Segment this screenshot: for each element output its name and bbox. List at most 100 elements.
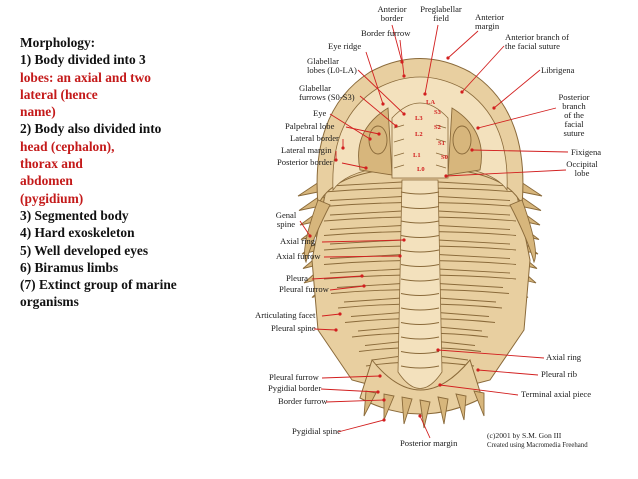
- label-pleura-leader: [311, 275, 363, 280]
- label-fixigena: Fixigena: [571, 147, 601, 157]
- label-preglabellar-field-leader-dot: [423, 92, 427, 96]
- label-eye-ridge: Eye ridge: [328, 41, 361, 51]
- label-axial-ring-right-leader-dot: [436, 348, 440, 352]
- label-occipital-lobe-leader: [445, 169, 567, 177]
- label-axial-ring-left-leader-dot: [402, 238, 406, 242]
- label-anterior-border: Anterior: [377, 4, 406, 14]
- label-pleural-furrow-bottom-leader: [321, 375, 381, 379]
- pleural-furrow-line: [329, 196, 511, 201]
- note-line: (pygidium): [20, 190, 84, 206]
- label-border-furrow-top-leader: [399, 39, 405, 77]
- glabellar-furrow-line: [393, 138, 447, 143]
- axial-ring-line: [400, 293, 440, 296]
- label-posterior-border-leader-dot: [364, 166, 368, 170]
- pleural-furrow-line: [343, 297, 497, 303]
- lobe-code: L0: [417, 166, 425, 173]
- axial-ring-line: [400, 278, 440, 282]
- note-line: name): [20, 104, 56, 120]
- lobe-code: S3: [434, 109, 442, 116]
- pygidial-spine: [419, 399, 431, 429]
- note-line: lateral (hence: [20, 86, 98, 102]
- label-terminal-axial-piece-leader: [439, 384, 519, 396]
- label-articulating-facet-leader: [321, 313, 341, 317]
- label-pleural-furrow-bottom-leader-dot: [378, 374, 382, 378]
- trilobite-illustration: [297, 58, 543, 429]
- label-librigena-leader: [493, 69, 541, 109]
- label-posterior-margin-leader: [419, 415, 431, 439]
- eye-left: [368, 125, 388, 155]
- label-axial-ring-right: Axial ring: [546, 352, 582, 362]
- label-border-furrow-top-leader-dot: [402, 74, 406, 78]
- eye-right: [452, 125, 472, 155]
- glabellar-furrow-line: [393, 164, 447, 169]
- label-border-furrow-bottom: Border furrow: [278, 396, 328, 406]
- label-posterior-border: Posterior border: [277, 157, 333, 167]
- axial-ring-line: [400, 249, 440, 253]
- label-posterior-branch-leader: [477, 107, 557, 129]
- label-border-furrow-top: Border furrow: [361, 28, 411, 38]
- axial-lobe: [397, 179, 443, 389]
- label-pygidial-spine-leader: [337, 419, 385, 433]
- label-fixigena-leader: [471, 149, 569, 153]
- label-posterior-margin-leader-dot: [418, 414, 422, 418]
- label-posterior-border-leader: [341, 162, 367, 169]
- axial-ring-line: [400, 336, 440, 340]
- label-pleural-spine-leader: [313, 328, 337, 331]
- label-pygidial-spine: Pygidial spine: [292, 426, 341, 436]
- lobe-code: S0: [441, 154, 448, 161]
- label-preglabellar-field-leader: [424, 24, 439, 95]
- glabella: [391, 102, 449, 179]
- label-glabellar-lobes: Glabellar: [307, 56, 339, 66]
- label-lateral-margin-leader-dot: [334, 158, 338, 162]
- label-occipital-lobe: Occipital: [566, 159, 598, 169]
- note-line: abdomen: [20, 173, 73, 189]
- pleural-furrow-line: [329, 181, 511, 187]
- label-genal-spine-leader-dot: [308, 234, 312, 238]
- label-eye-leader-dot: [368, 137, 372, 141]
- pygidial-spine: [473, 390, 485, 417]
- label-pleural-furrow-left-leader-dot: [362, 284, 366, 288]
- label-pleural-spine: Pleural spine: [271, 323, 316, 333]
- label-posterior-branch-leader-dot: [476, 126, 480, 130]
- pleural-furrow-line: [329, 268, 511, 274]
- label-glabellar-furrows-leader-dot: [394, 124, 398, 128]
- label-anterior-margin: Anterior: [475, 12, 504, 22]
- label-preglabellar-field: field: [433, 13, 449, 23]
- label-axial-furrow-leader-dot: [398, 254, 402, 258]
- lobe-code: LA: [426, 99, 435, 106]
- label-pygidial-border-leader-dot: [376, 390, 380, 394]
- label-border-furrow-bottom-leader-dot: [382, 398, 386, 402]
- lobe-code: S2: [434, 124, 441, 131]
- label-occipital-lobe: lobe: [575, 168, 590, 178]
- pygidial-spine: [401, 396, 413, 425]
- label-posterior-branch: Posterior: [558, 92, 589, 102]
- note-line: head (cephalon),: [20, 138, 115, 154]
- axial-ring-line: [400, 220, 440, 224]
- label-palpebral-lobe-leader: [345, 126, 380, 135]
- genal-spine-right: [509, 199, 536, 264]
- label-librigena-leader-dot: [492, 106, 496, 110]
- label-glabellar-furrows: furrows (S0-S3): [299, 92, 355, 102]
- label-anterior-margin-leader-dot: [446, 56, 450, 60]
- label-glabellar-furrows-leader: [359, 95, 397, 127]
- label-anterior-border-leader: [391, 24, 403, 63]
- note-line: 5) Well developed eyes: [20, 242, 149, 258]
- label-eye-ridge-leader: [365, 51, 384, 105]
- label-posterior-branch: of the: [564, 110, 584, 120]
- label-pleural-rib-leader: [477, 369, 539, 376]
- label-posterior-branch: facial: [564, 119, 584, 129]
- label-axial-ring-right-leader: [437, 349, 545, 359]
- pygidial-spine: [383, 393, 395, 421]
- note-line: organisms: [20, 294, 79, 310]
- glabellar-furrow-line: [393, 152, 447, 157]
- label-pleura-leader-dot: [360, 274, 364, 278]
- pygidial-spine: [437, 396, 449, 425]
- label-pygidial-border: Pygidial border: [268, 383, 321, 393]
- axial-ring-line: [400, 322, 440, 325]
- axial-ring-line: [400, 365, 440, 369]
- label-anterior-border: border: [381, 13, 404, 23]
- note-line: 2) Body also divided into: [20, 121, 162, 137]
- label-pleural-furrow-left: Pleural furrow: [279, 284, 330, 294]
- label-posterior-branch: suture: [563, 128, 584, 138]
